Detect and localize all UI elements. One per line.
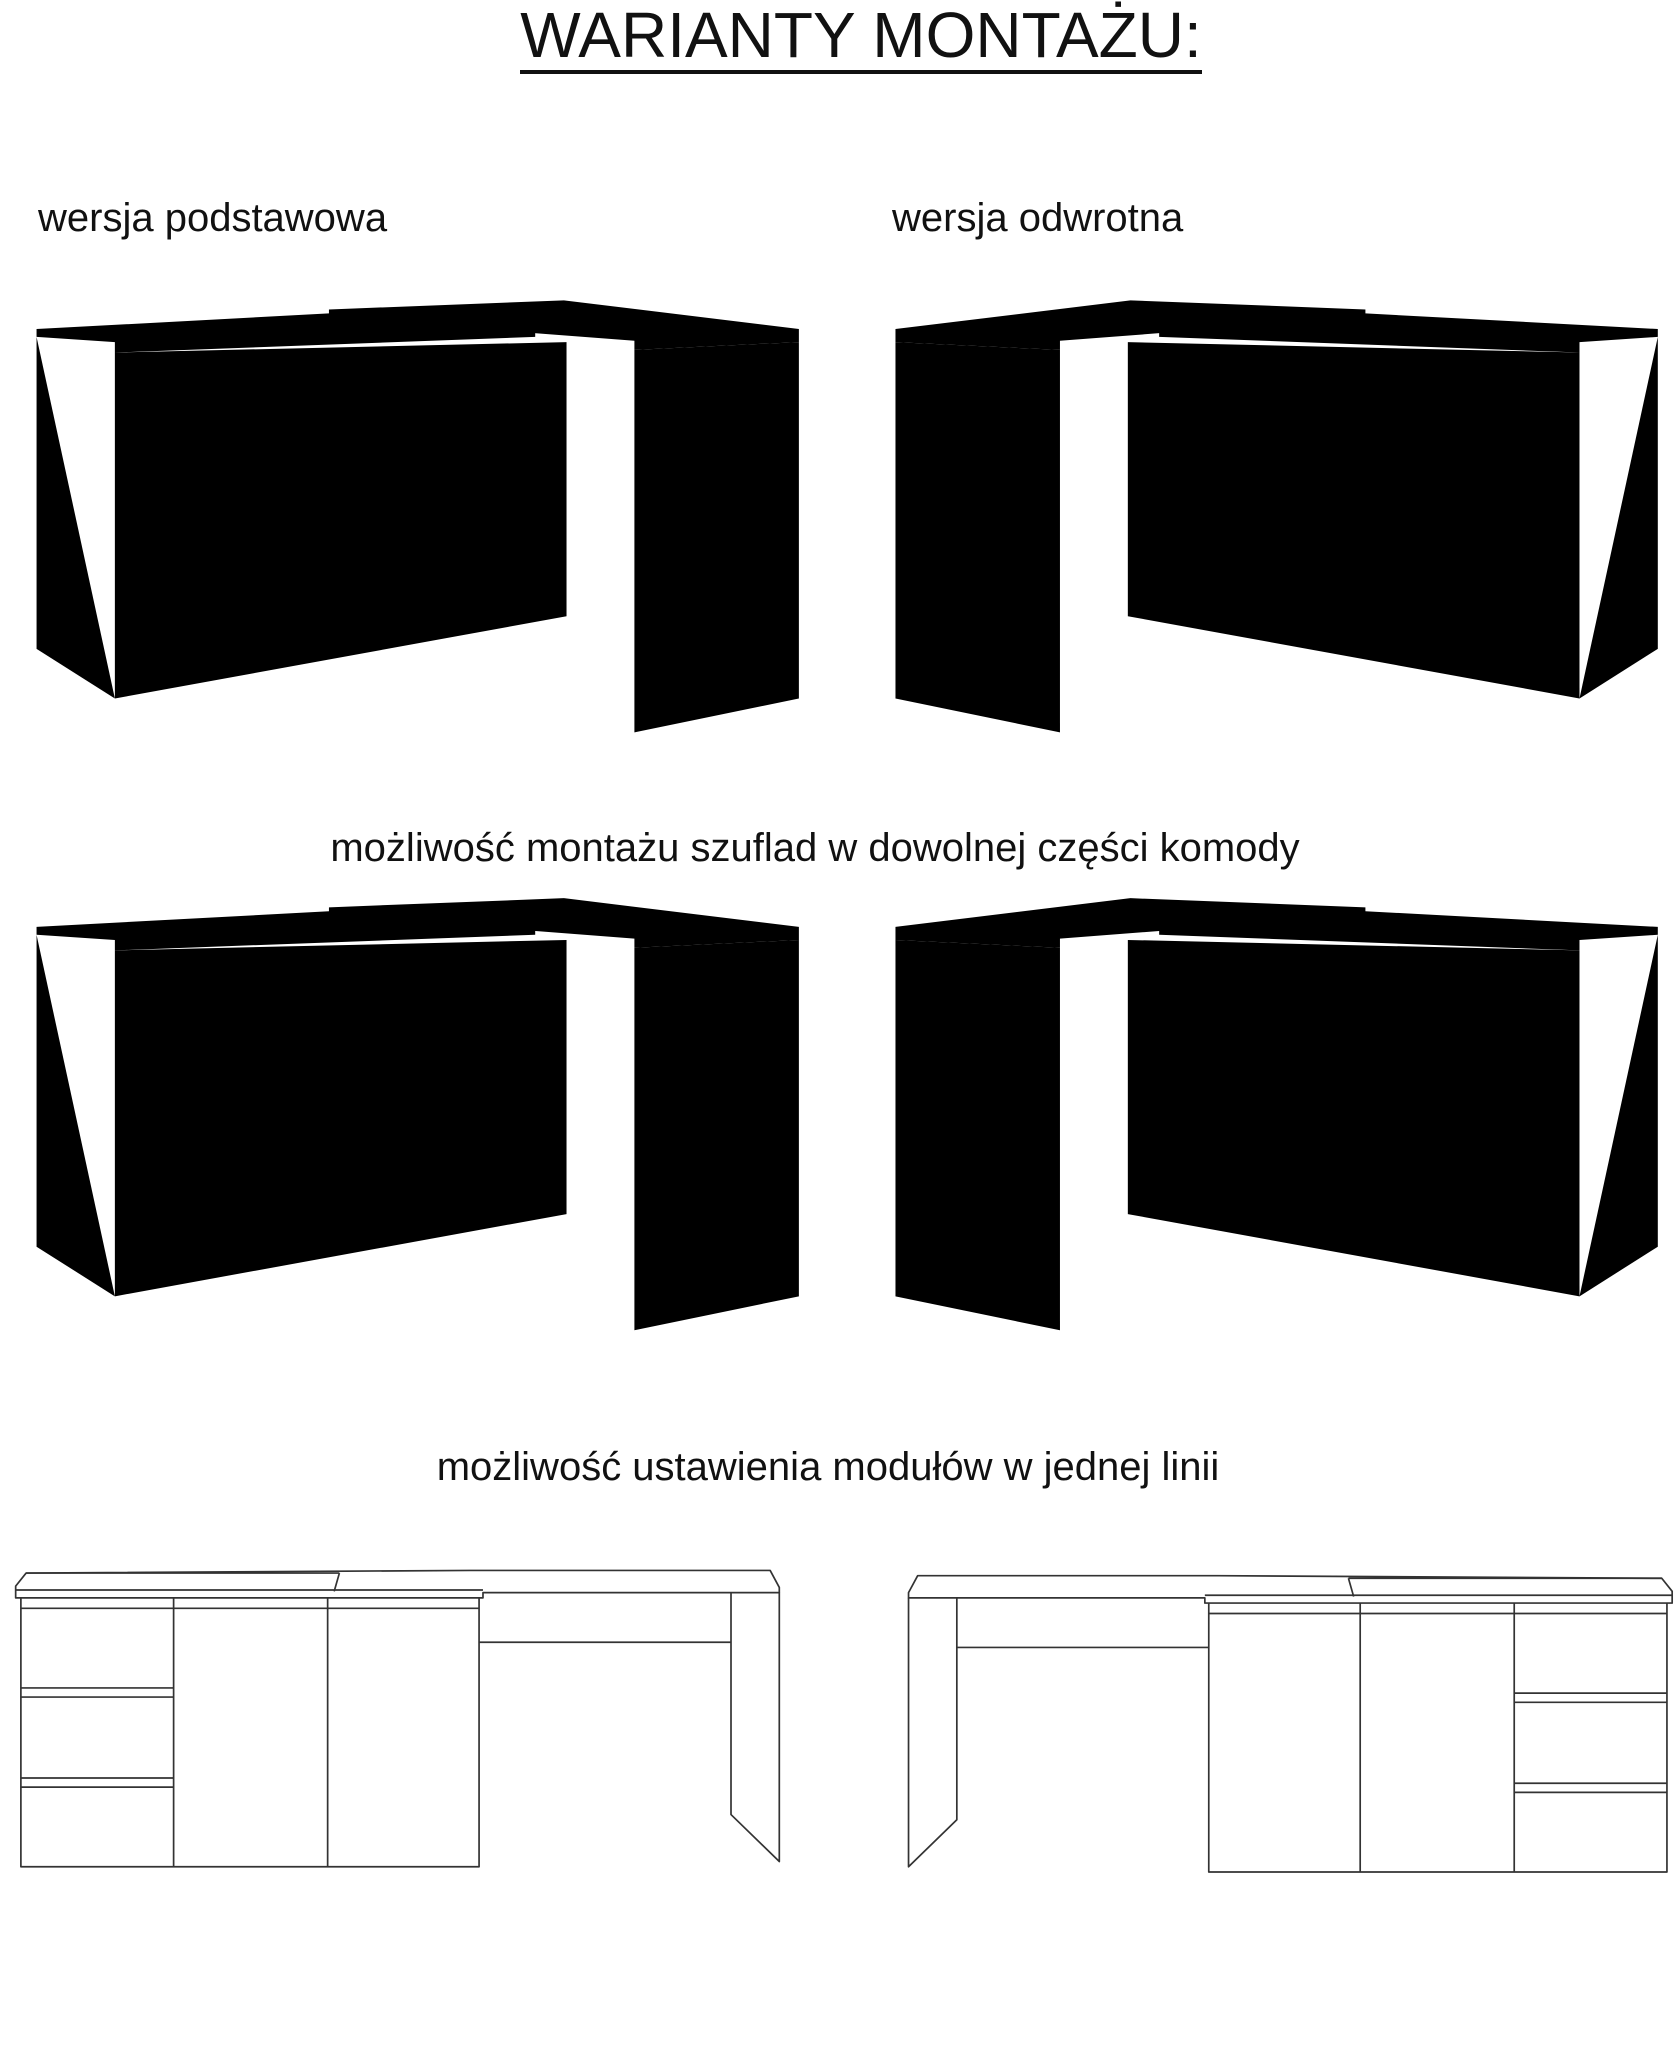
drawing-drawers-middle-left xyxy=(36,898,799,1331)
drawing-basic-version xyxy=(36,300,799,733)
page-title-text: WARIANTY MONTAŻU: xyxy=(520,0,1202,74)
label-reverse-version: wersja odwrotna xyxy=(892,196,1184,240)
drawing-inline-right xyxy=(907,1574,1674,1873)
label-basic-version: wersja podstawowa xyxy=(38,196,388,240)
label-drawers-anywhere: możliwość montażu szuflad w dowolnej czę… xyxy=(330,826,1300,870)
drawing-inline-left xyxy=(14,1569,781,1868)
page-title: WARIANTY MONTAŻU: xyxy=(0,0,1680,74)
label-inline-modules: możliwość ustawienia modułów w jednej li… xyxy=(436,1445,1220,1489)
drawing-reverse-version xyxy=(895,300,1658,733)
drawing-drawers-middle-right xyxy=(895,898,1658,1331)
